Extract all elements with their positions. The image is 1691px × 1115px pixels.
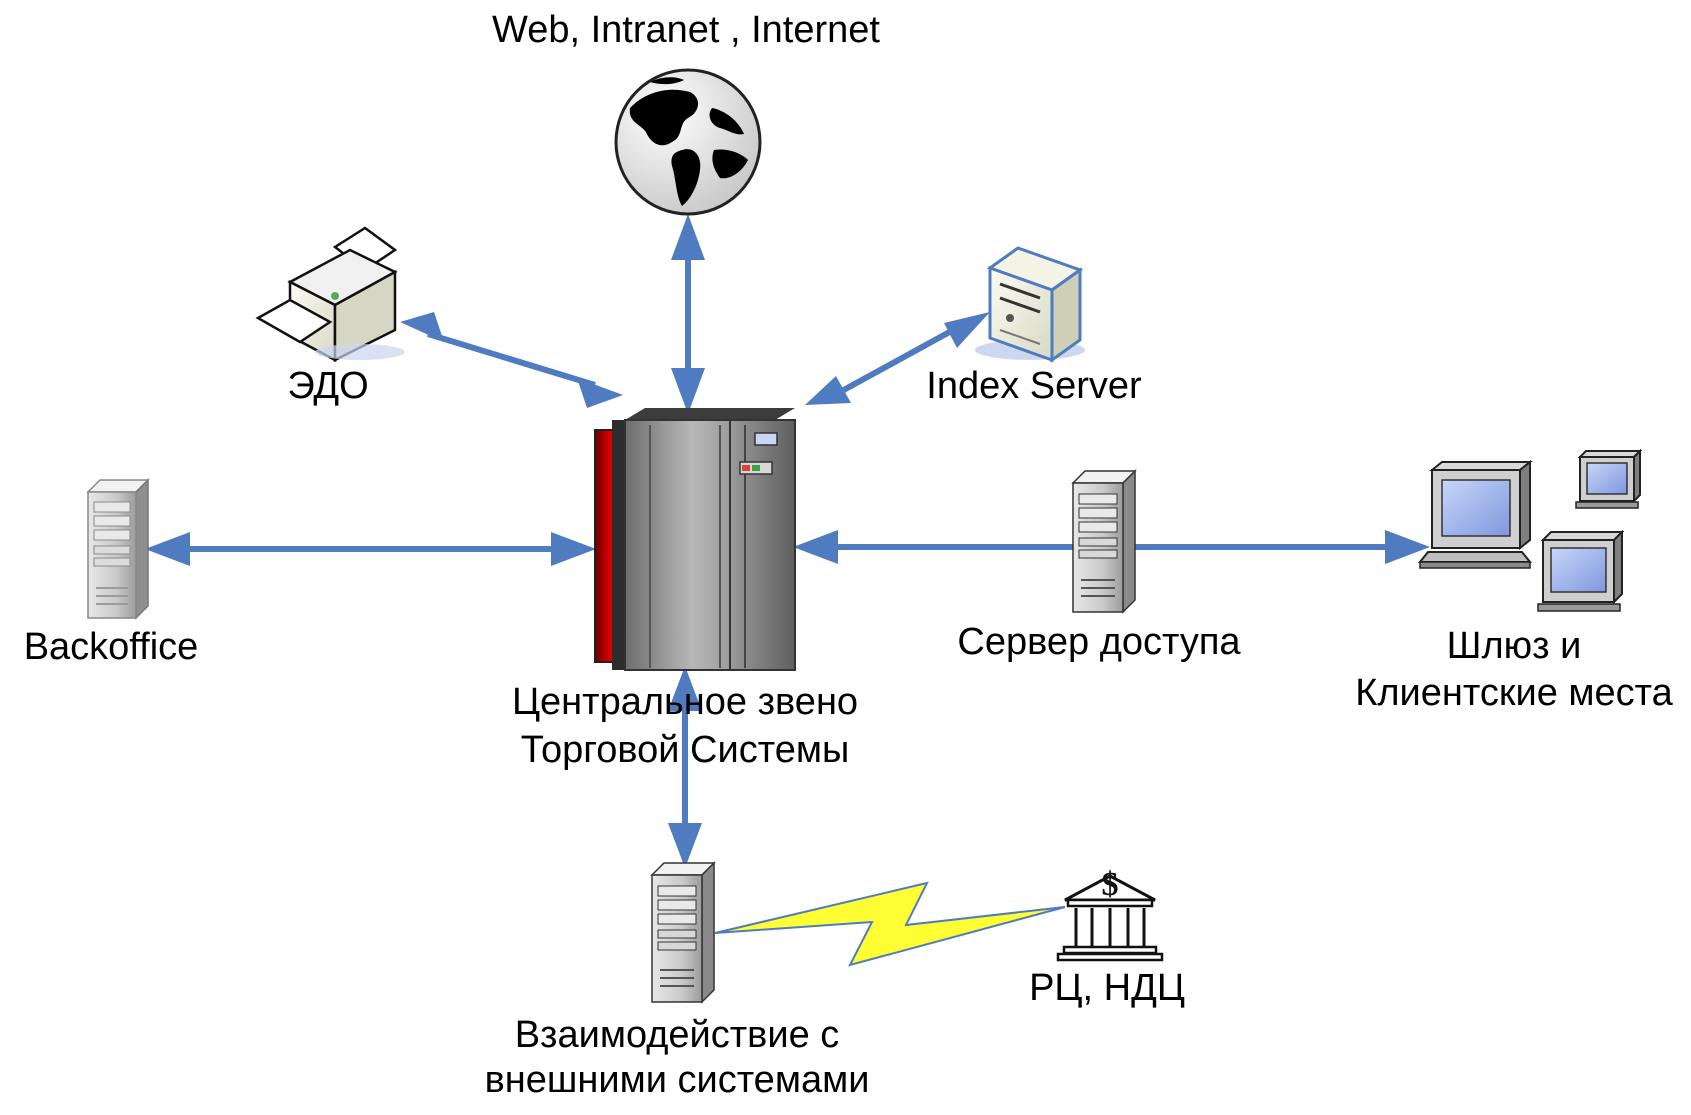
mainframe-icon [594, 408, 796, 671]
clients-label-line2: Клиентские места [1355, 672, 1673, 714]
rc-ndc-label: РЦ, НДЦ [1029, 967, 1185, 1009]
external-tower-icon [650, 861, 716, 1004]
arrow-central-external [668, 666, 702, 868]
external-label-line1: Взаимодействие с [514, 1014, 840, 1056]
printer-icon [255, 226, 405, 363]
external-label-line2: внешними системами [484, 1059, 870, 1101]
svg-text:$: $ [1102, 866, 1119, 903]
edo-label: ЭДО [287, 365, 369, 407]
lightning-bolt-link [714, 881, 1066, 967]
server-tower-icon [86, 478, 150, 620]
globe-icon [614, 68, 762, 216]
access-server-tower-icon [1071, 469, 1137, 614]
central-label-line1: Центральное звено [511, 681, 859, 723]
arrow-index-central [805, 312, 990, 405]
backoffice-label: Backoffice [23, 626, 199, 668]
web-label: Web, Intranet , Internet [492, 9, 880, 51]
arrow-edo-central [400, 312, 623, 408]
bank-icon: $ [1056, 866, 1164, 962]
index-server-label: Index Server [926, 365, 1142, 407]
workstation-icon [1417, 448, 1643, 612]
arrow-backoffice-central [145, 532, 596, 566]
clients-label-line1: Шлюз и [1446, 625, 1582, 667]
access-server-label: Сервер доступа [957, 621, 1241, 663]
arrow-web-central [671, 214, 705, 414]
central-label-line2: Торговой Системы [520, 729, 850, 771]
server-icon [975, 246, 1085, 363]
